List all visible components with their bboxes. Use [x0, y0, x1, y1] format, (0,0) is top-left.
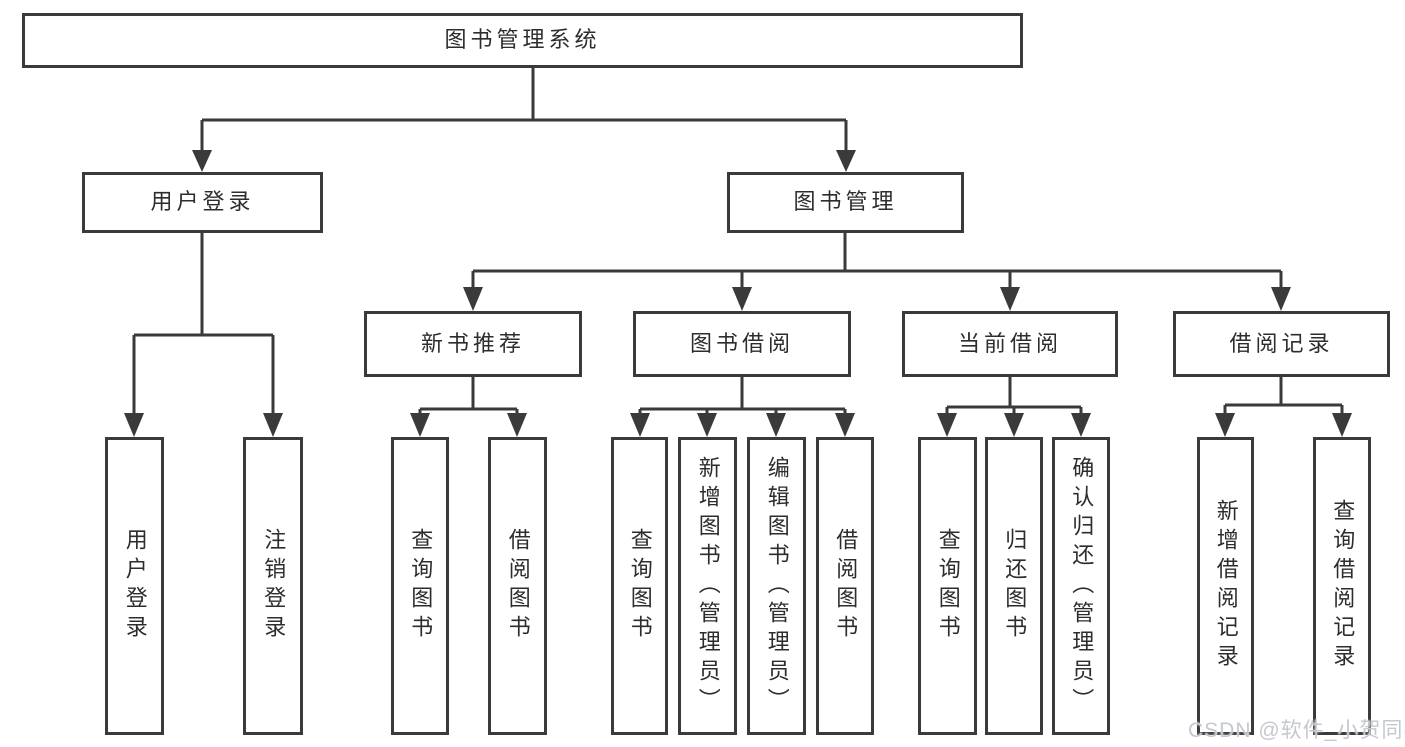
- leaf-user-login: 用户登录: [105, 437, 164, 735]
- connector-book-mgmt-to-level3: [463, 233, 1291, 311]
- leaf-nbr-borrow-book: 借阅图书: [488, 437, 547, 735]
- leaf-logout-login-label: 注销登录: [261, 528, 287, 644]
- node-user-login: 用户登录: [82, 172, 323, 233]
- node-book-borrowing: 图书借阅: [633, 311, 851, 377]
- leaf-nbr-borrow-book-label: 借阅图书: [505, 528, 531, 644]
- leaf-br-query-record: 查询借阅记录: [1313, 437, 1371, 735]
- leaf-nbr-query-book: 查询图书: [391, 437, 449, 735]
- leaf-bb-borrow-book-label: 借阅图书: [833, 528, 859, 644]
- node-new-book-recommend-label: 新书推荐: [420, 330, 525, 356]
- leaf-logout-login: 注销登录: [243, 437, 303, 735]
- connector-root-to-level2: [192, 68, 856, 172]
- node-book-management-label: 图书管理: [793, 189, 898, 215]
- node-library-system: 图书管理系统: [22, 13, 1023, 68]
- leaf-bb-borrow-book: 借阅图书: [816, 437, 874, 735]
- connector-user-login-to-leaves: [124, 233, 283, 437]
- leaf-cb-return-book: 归还图书: [985, 437, 1043, 735]
- leaf-br-add-record-label: 新增借阅记录: [1213, 499, 1239, 673]
- node-user-login-label: 用户登录: [150, 189, 255, 215]
- leaf-br-add-record: 新增借阅记录: [1197, 437, 1254, 735]
- leaf-bb-query-book-label: 查询图书: [627, 528, 653, 644]
- node-borrow-records-label: 借阅记录: [1229, 330, 1334, 356]
- leaf-nbr-query-book-label: 查询图书: [408, 528, 434, 644]
- leaf-cb-query-book-label: 查询图书: [935, 528, 961, 644]
- node-library-system-label: 图书管理系统: [444, 27, 601, 53]
- leaf-user-login-label: 用户登录: [122, 528, 148, 644]
- leaf-cb-confirm-return-admin-label: 确认归还（管理员）: [1069, 455, 1095, 717]
- connector-current-borrow-to-leaves: [937, 377, 1091, 437]
- node-new-book-recommend: 新书推荐: [364, 311, 582, 377]
- leaf-bb-edit-book-admin-label: 编辑图书（管理员）: [764, 455, 790, 717]
- node-borrow-records: 借阅记录: [1173, 311, 1390, 377]
- csdn-watermark: CSDN @软件_小贺同学: [1188, 719, 1405, 742]
- leaf-bb-add-book-admin: 新增图书（管理员）: [678, 437, 737, 735]
- connector-new-book-rec-to-leaves: [410, 377, 527, 437]
- connector-book-borrow-to-leaves: [630, 377, 855, 437]
- leaf-bb-edit-book-admin: 编辑图书（管理员）: [747, 437, 806, 735]
- leaf-cb-return-book-label: 归还图书: [1002, 528, 1028, 644]
- connector-borrow-record-to-leaves: [1215, 377, 1352, 437]
- node-current-borrowing-label: 当前借阅: [957, 330, 1062, 356]
- leaf-cb-query-book: 查询图书: [918, 437, 977, 735]
- node-current-borrowing: 当前借阅: [902, 311, 1118, 377]
- leaf-bb-query-book: 查询图书: [611, 437, 668, 735]
- leaf-bb-add-book-admin-label: 新增图书（管理员）: [695, 455, 721, 717]
- node-book-management: 图书管理: [727, 172, 964, 233]
- leaf-br-query-record-label: 查询借阅记录: [1330, 499, 1356, 673]
- leaf-cb-confirm-return-admin: 确认归还（管理员）: [1052, 437, 1110, 735]
- node-book-borrowing-label: 图书借阅: [689, 330, 794, 356]
